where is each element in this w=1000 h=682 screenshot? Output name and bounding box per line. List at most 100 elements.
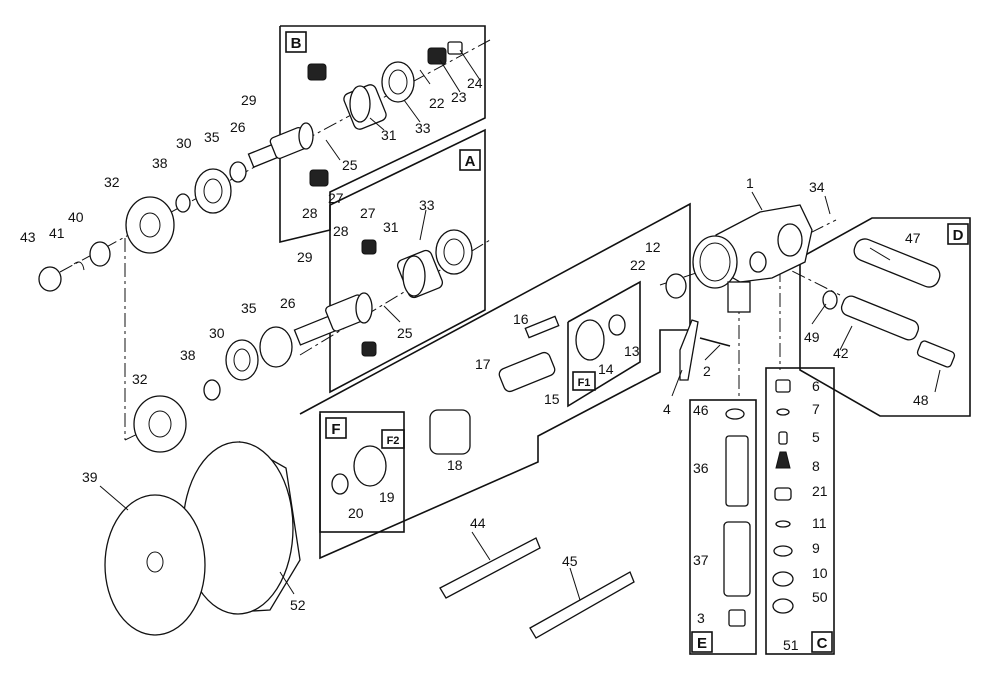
group-f2-frame [319,411,405,533]
part-number-1: 1 [746,175,754,191]
part-number-14: 14 [598,361,614,377]
section-label-e: E [691,631,713,653]
bearing-part [175,161,293,401]
backing-disc-part [104,494,206,636]
part-number-52: 52 [290,597,306,613]
part-number-13: 13 [624,343,640,359]
group-f-frame [299,202,691,560]
part-number-49: 49 [804,329,820,345]
section-label-d: D [947,223,969,245]
part-number-5: 5 [812,429,820,445]
part-number-34: 34 [809,179,825,195]
part-number-38b: 38 [180,347,196,363]
pad-part [182,440,301,615]
gear-part [307,41,463,187]
part-number-25: 25 [342,157,358,173]
part-number-4: 4 [663,401,671,417]
housing-part [692,204,813,313]
group-b-frame [279,25,486,244]
part-number-35b: 35 [241,300,257,316]
part-number-39: 39 [82,469,98,485]
part-number-29b: 29 [297,249,313,265]
part-number-31b: 31 [383,219,399,235]
part-number-8: 8 [812,458,820,474]
part-number-32: 32 [104,174,120,190]
part-number-10: 10 [812,565,828,581]
part-number-11: 11 [812,515,827,531]
section-label-f: F [325,417,347,439]
valve-stack-part [772,379,794,614]
rotor-part [331,273,687,495]
part-number-26b: 26 [280,295,296,311]
section-label-c: C [811,631,833,653]
section-label-f1: F1 [572,371,596,391]
part-number-7: 7 [812,401,820,417]
svg-text:F2: F2 [387,435,400,447]
part-number-20: 20 [348,505,364,521]
svg-text:B: B [291,35,302,52]
svg-text:F: F [331,421,340,438]
part-number-2: 2 [703,363,711,379]
part-number-18: 18 [447,457,463,473]
part-number-24: 24 [467,75,483,91]
svg-text:F1: F1 [578,377,591,389]
part-number-46: 46 [693,402,709,418]
part-number-44: 44 [470,515,486,531]
part-number-42: 42 [833,345,849,361]
part-number-48: 48 [913,392,929,408]
part-number-30b: 30 [209,325,225,341]
wrench-part [439,319,731,639]
spindle-part [247,122,314,168]
part-number-45: 45 [562,553,578,569]
part-number-15: 15 [544,391,560,407]
part-number-17: 17 [475,356,491,372]
part-number-37: 37 [693,552,709,568]
part-number-40: 40 [68,209,84,225]
part-number-23: 23 [451,89,467,105]
exhaust-part [723,408,751,627]
part-number-12: 12 [645,239,661,255]
part-number-35: 35 [204,129,220,145]
part-number-16: 16 [513,311,529,327]
part-number-22: 22 [429,95,445,111]
part-number-32b: 32 [132,371,148,387]
part-number-51: 51 [783,637,799,653]
part-number-43: 43 [20,229,36,245]
part-number-27b: 27 [360,205,376,221]
part-number-labels: 1 2 3 4 5 6 7 8 9 10 11 12 13 14 15 16 1… [20,75,929,653]
part-number-27: 27 [328,190,344,206]
part-number-22b: 22 [630,257,646,273]
flange-nut-part [38,241,111,292]
gear-part [361,239,377,357]
needle-bearing-part [343,84,387,130]
section-label-f2: F2 [381,429,405,449]
part-number-25b: 25 [397,325,413,341]
svg-text:D: D [953,227,964,244]
part-number-47: 47 [905,230,921,246]
part-number-19: 19 [379,489,395,505]
spindle-part [293,292,373,346]
part-number-36: 36 [693,460,709,476]
svg-text:E: E [697,635,707,652]
leader-lines [99,49,941,601]
part-number-41: 41 [49,225,65,241]
part-number-50: 50 [812,589,828,605]
part-number-28b: 28 [333,223,349,239]
part-number-3: 3 [697,610,705,626]
section-label-b: B [285,31,307,53]
svg-text:A: A [465,153,476,170]
guard-collar-part [125,196,187,453]
ball-bearing-part [435,229,473,275]
part-number-9: 9 [812,540,820,556]
needle-bearing-part [396,249,444,299]
section-label-a: A [459,149,481,171]
part-number-29: 29 [241,92,257,108]
group-f1-frame [567,280,641,408]
ball-bearing-part [381,61,415,103]
part-number-30: 30 [176,135,192,151]
part-number-38: 38 [152,155,168,171]
group-e-frame [689,399,757,655]
group-d-frame [799,217,971,417]
part-number-33b: 33 [419,197,435,213]
